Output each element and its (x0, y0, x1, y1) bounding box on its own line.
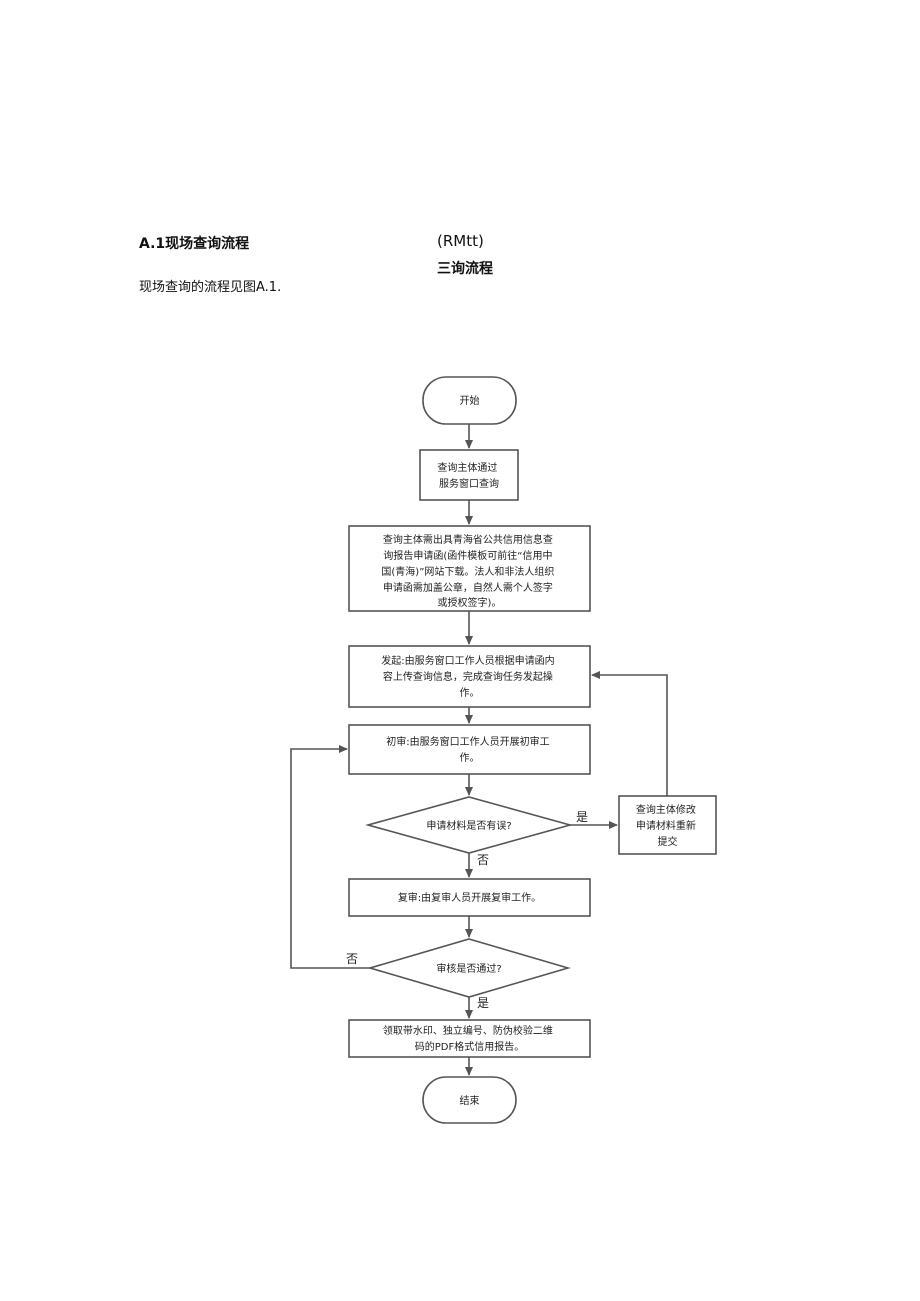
side-box-line: 查询主体修改 (636, 803, 696, 816)
svg-text:查询主体需出具青海省公共信用信息查 询报告申请函: 查询主体需出具青海省公共信用信息查 询报告申请函(函件模板可前往“信用中 国(青… (381, 533, 557, 609)
decision2-label: 审核是否通过? (436, 962, 501, 975)
step2-line: 国(青海)”网站下载。法人和非法人组织 (381, 565, 554, 578)
arrow-resubmit-to-step3 (591, 671, 668, 796)
yes-label-1: 是 (576, 810, 588, 824)
step-revise-resubmit: 查询主体修改 申请材料重新 提交 (618, 795, 717, 855)
no-label-2: 否 (346, 952, 358, 966)
step2-line: 查询主体需出具青海省公共信用信息查 (383, 533, 553, 546)
step-second-review: 复审:由复审人员开展复审工作。 (348, 878, 591, 917)
arrow-decision2-no (290, 745, 370, 969)
decision-materials-error: 申请材料是否有误? (365, 796, 573, 854)
step3-line: 容上传查询信息，完成查询任务发起操 (383, 670, 553, 683)
step4-line: 作。 (460, 752, 480, 764)
svg-text:发起:由服务窗口工作人员根据申请函内 容上传查询: 发起:由服务窗口工作人员根据申请函内 容上传查询信息，完成查询任务发起操 作。 (381, 654, 558, 699)
end-node: 结束 (422, 1076, 517, 1124)
section-heading: A.1现场查询流程 (139, 236, 250, 252)
step-receive-report: 领取带水印、独立编号、防伪校验二维 码的PDF格式信用报告。 (348, 1019, 591, 1058)
step3-line: 发起:由服务窗口工作人员根据申请函内 (381, 654, 554, 667)
step4-line: 初审:由服务窗口工作人员开展初审工 (386, 735, 549, 748)
step-initial-review: 初审:由服务窗口工作人员开展初审工 作。 (348, 724, 591, 775)
step5-label: 复审:由复审人员开展复审工作。 (398, 891, 541, 904)
step2-line: 申请函需加盖公章，自然人需个人签字 (383, 581, 553, 594)
step-initiate-query: 发起:由服务窗口工作人员根据申请函内 容上传查询信息，完成查询任务发起操 作。 (348, 645, 591, 708)
decision1-label: 申请材料是否有误? (426, 819, 511, 832)
step3-line: 作。 (460, 687, 480, 699)
step1-line: 服务窗口查询 (439, 477, 499, 490)
step-submit-application-letter: 查询主体需出具青海省公共信用信息查 询报告申请函(函件模板可前往“信用中 国(青… (348, 525, 591, 612)
step2-line: 询报告申请函(函件模板可前往“信用中 (383, 549, 552, 562)
svg-text:初审:由服务窗口工作人员开展初审工 作。: 初审:由服务窗口工作人员开展初审工 作。 (386, 735, 553, 764)
step-query-via-window: 查询主体通过 服务窗口查询 (419, 449, 519, 501)
step2-line: 或授权签字)。 (438, 596, 502, 609)
svg-text:领取带水印、独立编号、防伪校验二维 码的PDF格: 领取带水印、独立编号、防伪校验二维 码的PDF格式信用报告。 (383, 1024, 556, 1053)
side-box-line: 提交 (658, 835, 678, 848)
svg-text:查询主体修改 申请材料重新 提交: 查询主体修改 申请材料重新 提交 (636, 803, 699, 848)
end-label: 结束 (460, 1094, 480, 1107)
no-label-1: 否 (477, 853, 489, 867)
side-box-line: 申请材料重新 (636, 819, 696, 832)
step6-line: 码的PDF格式信用报告。 (415, 1040, 524, 1053)
annex-title: 三询流程 (437, 261, 493, 277)
yes-label-2: 是 (477, 996, 489, 1010)
intro-text: 现场查询的流程见图A.1. (139, 280, 282, 295)
annex-label: (RMtt) (437, 232, 484, 250)
step6-line: 领取带水印、独立编号、防伪校验二维 (383, 1024, 553, 1037)
start-node: 开始 (422, 376, 517, 425)
decision-review-passed: 审核是否通过? (367, 938, 571, 998)
step1-line: 查询主体通过 (437, 461, 497, 474)
svg-text:查询主体通过 服务窗口查询: 查询主体通过 服务窗口查询 (437, 461, 500, 490)
start-label: 开始 (460, 394, 480, 407)
